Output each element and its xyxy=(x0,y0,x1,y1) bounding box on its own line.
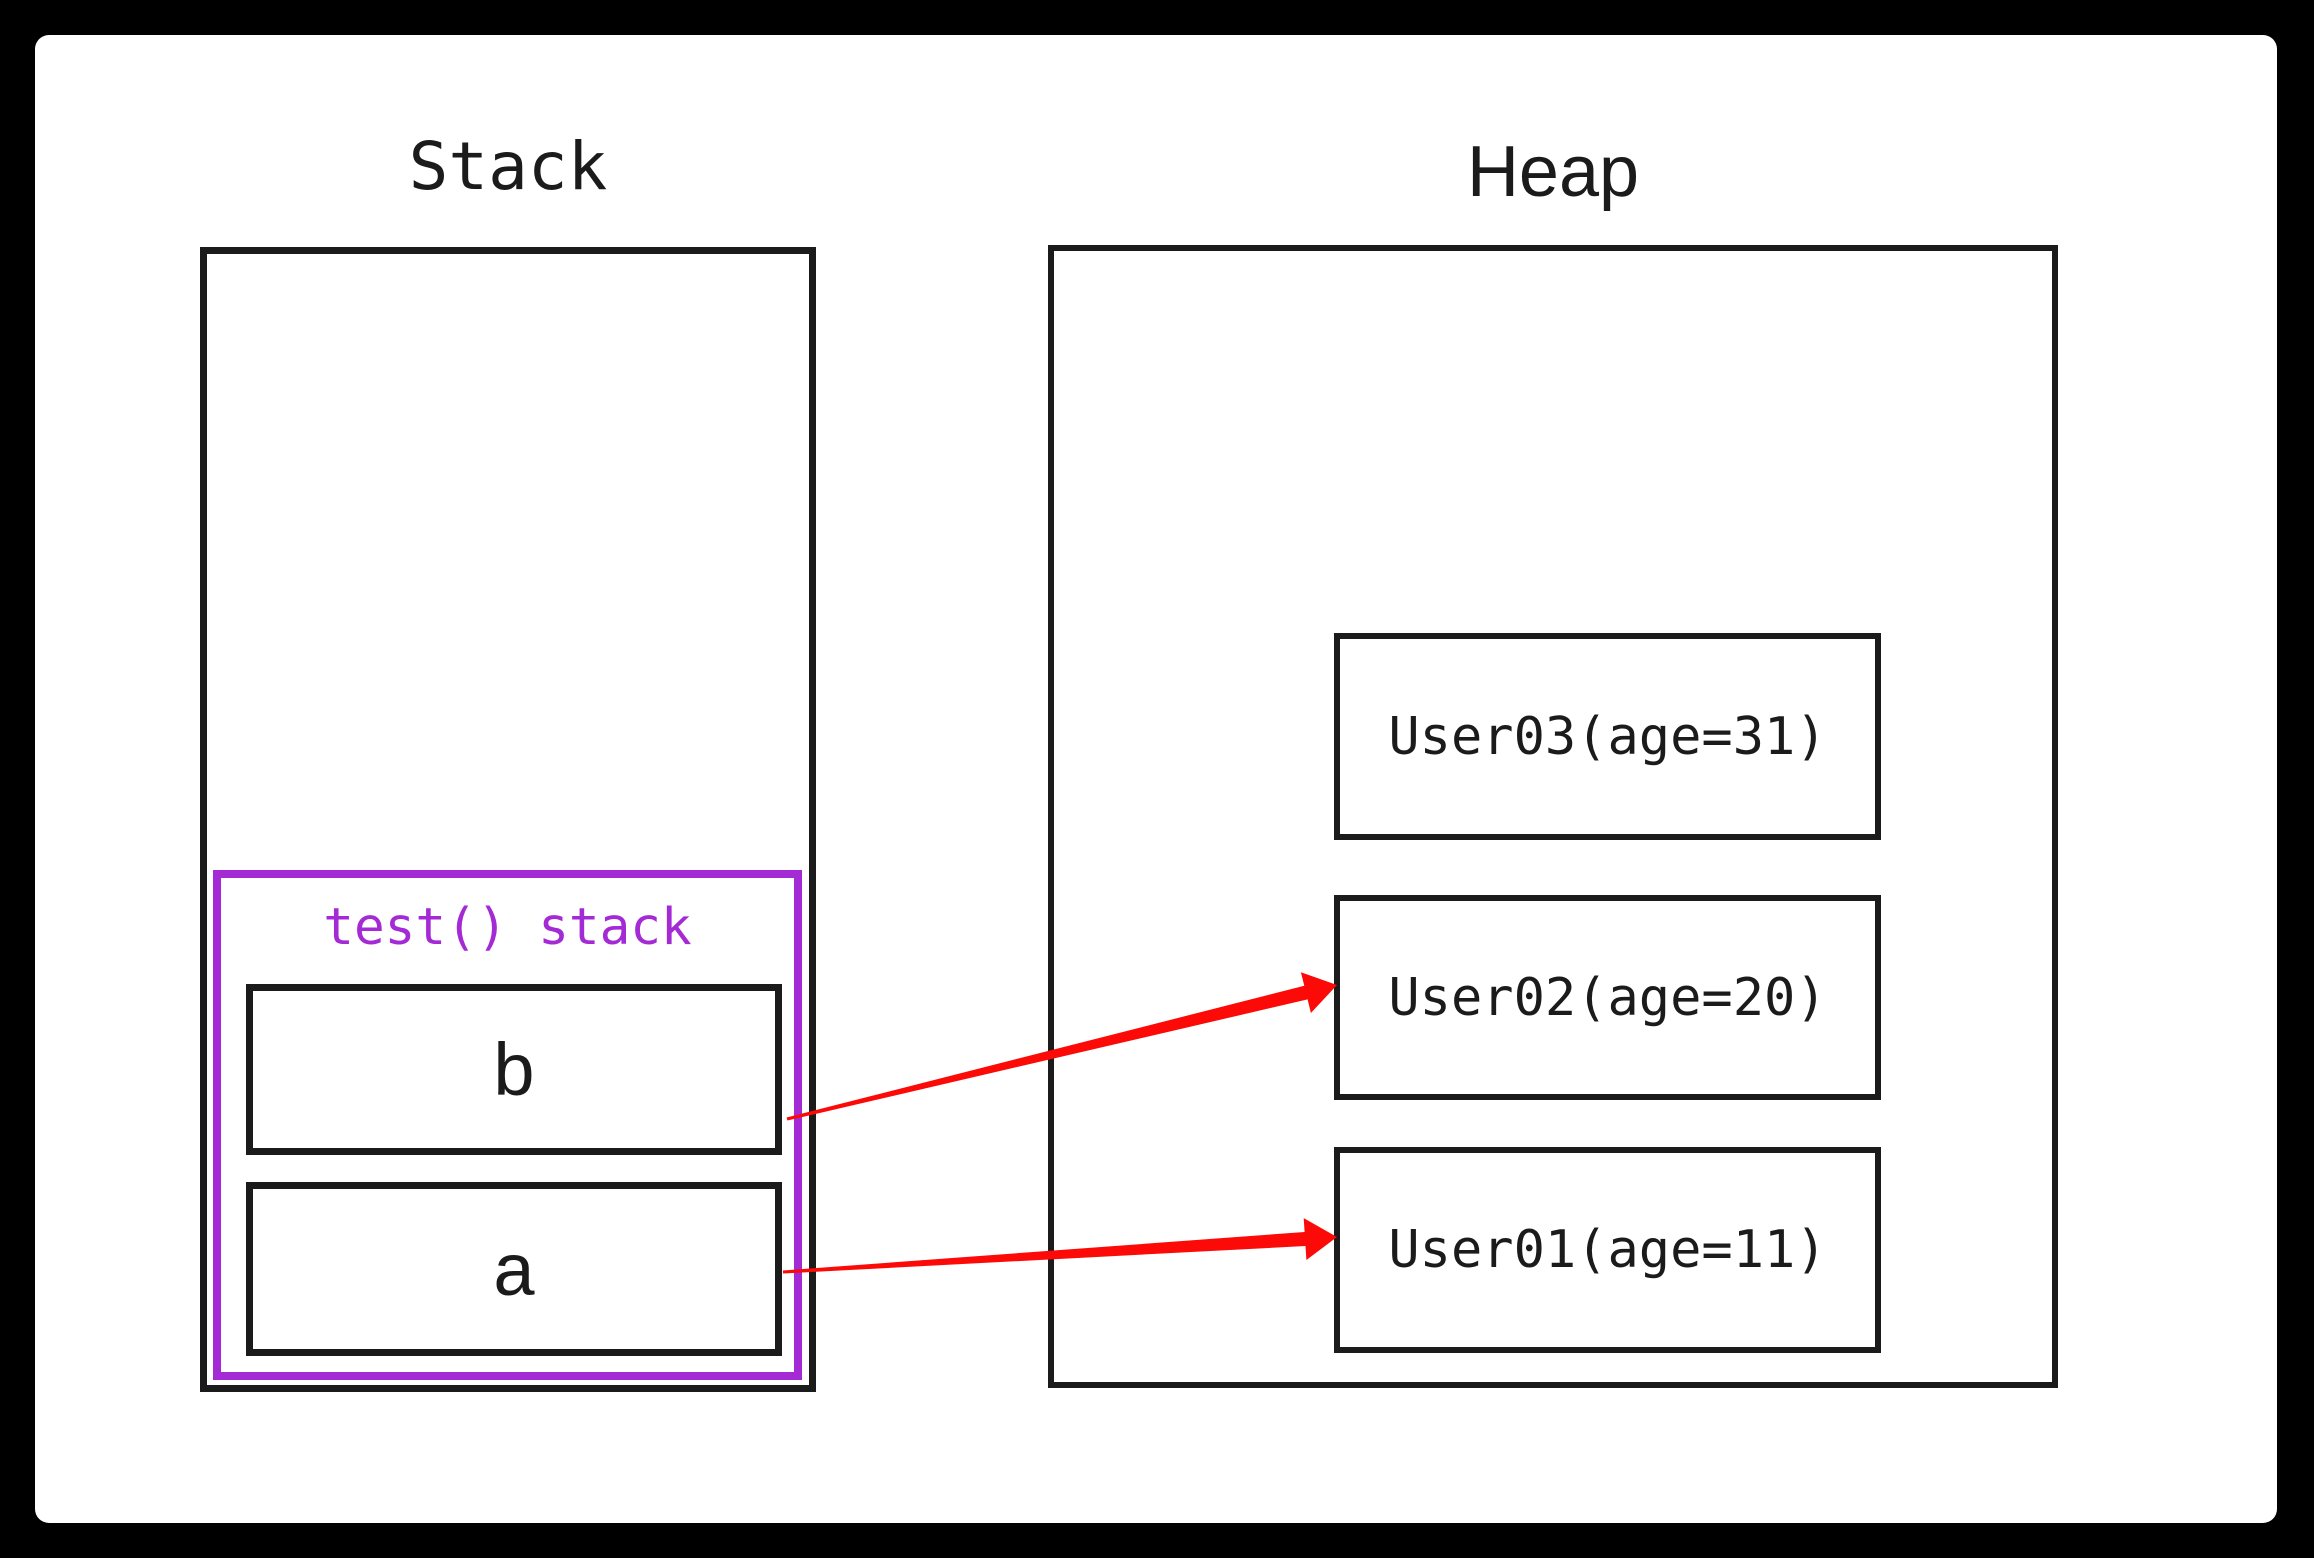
heap-object-box-user03: User03(age=31) xyxy=(1334,633,1881,840)
stack-variable-box-a: a xyxy=(246,1182,782,1356)
heap-object-user01-label: User01(age=11) xyxy=(1388,1220,1827,1280)
heap-object-box-user02: User02(age=20) xyxy=(1334,895,1881,1100)
variable-a-label: a xyxy=(493,1227,535,1311)
heap-memory-box xyxy=(1048,245,2058,1388)
variable-b-label: b xyxy=(493,1028,535,1111)
test-stack-frame-box xyxy=(213,870,802,1380)
stack-variable-box-b: b xyxy=(246,984,782,1155)
stack-memory-box xyxy=(200,247,816,1392)
test-stack-frame-label: test() stack xyxy=(323,898,692,957)
heap-title: Heap xyxy=(1466,132,1640,212)
heap-object-user02-label: User02(age=20) xyxy=(1388,967,1827,1028)
heap-object-box-user01: User01(age=11) xyxy=(1334,1147,1881,1353)
stack-title: Stack xyxy=(408,128,608,205)
heap-object-user03-label: User03(age=31) xyxy=(1388,706,1827,767)
